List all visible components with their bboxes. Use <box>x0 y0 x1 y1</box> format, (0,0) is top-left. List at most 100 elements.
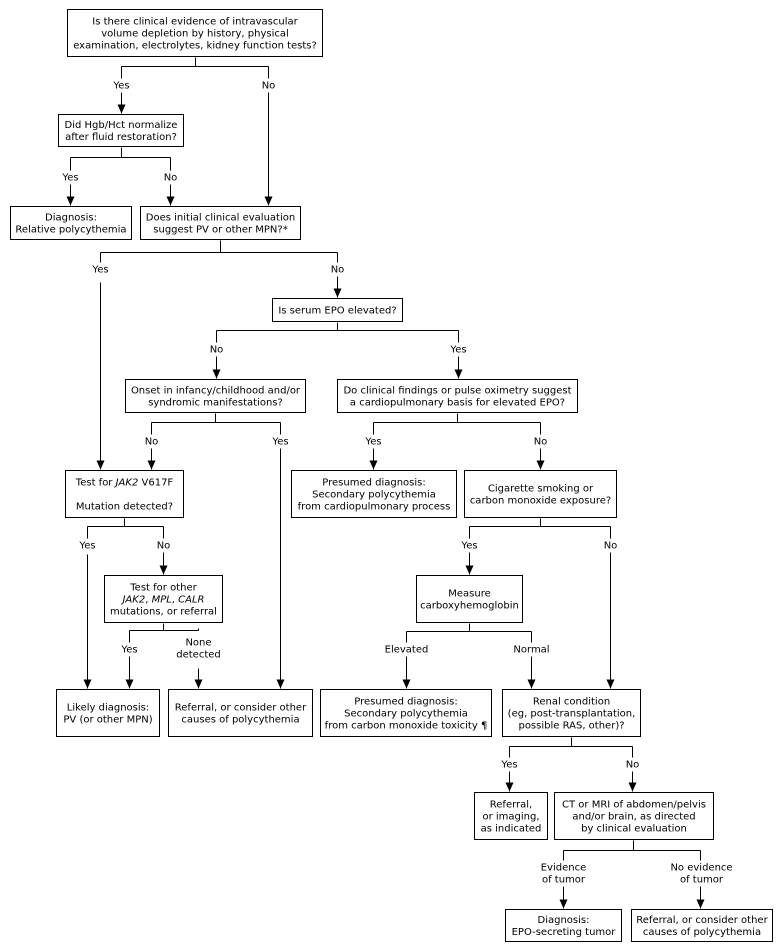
edge-label-yes: Yes <box>500 760 517 771</box>
arrowhead <box>333 288 342 298</box>
node-text-line: Does initial clinical evaluation <box>146 213 295 224</box>
node-text-line: causes of polycythemia <box>181 715 299 726</box>
edge-label-no: No <box>331 265 345 276</box>
node-text-line: PV (or other MPN) <box>63 715 152 726</box>
node-text-line: Relative polycythemia <box>15 225 126 236</box>
node-box <box>140 206 301 240</box>
node-text-line: EPO-secreting tumor <box>512 927 617 938</box>
node-box <box>10 206 132 240</box>
arrowhead <box>264 196 273 206</box>
arrowhead <box>194 679 203 689</box>
node-referral-imaging: Referral,or imaging,as indicated <box>474 792 548 840</box>
node-text-line: from carbon monoxide toxicity ¶ <box>325 721 488 732</box>
edge-label-elevated: Elevated <box>385 645 429 656</box>
arrowhead <box>454 369 463 379</box>
arrowhead <box>212 369 221 379</box>
edge-label-yes: Yes <box>364 437 381 448</box>
edge-label-yes: Yes <box>91 265 108 276</box>
edge-label-yes: Yes <box>120 645 137 656</box>
node-dx-co: Presumed diagnosis:Secondary polycythemi… <box>320 689 492 737</box>
node-text-line: Mutation detected? <box>76 502 173 513</box>
node-text-line: mutations, or referral <box>110 607 217 618</box>
node-initial-eval: Does initial clinical evaluationsuggest … <box>140 206 301 240</box>
node-text-line: Do clinical findings or pulse oximetry s… <box>343 386 571 397</box>
arrowhead <box>527 679 536 689</box>
node-text-line: Secondary polycythemia <box>312 490 436 501</box>
edge-label-no: No <box>145 437 159 448</box>
node-box <box>502 689 641 737</box>
arrowhead <box>83 679 92 689</box>
edges <box>66 57 705 909</box>
node-text-line: Is serum EPO elevated? <box>278 306 396 317</box>
arrowhead <box>66 196 75 206</box>
arrowhead <box>465 565 474 575</box>
node-text-line: syndromic manifestations? <box>148 398 283 409</box>
node-box <box>168 689 313 737</box>
arrowhead <box>559 899 568 909</box>
arrowhead <box>147 460 156 470</box>
node-text-line: suggest PV or other MPN?* <box>153 225 287 236</box>
node-box <box>320 689 492 737</box>
node-box <box>631 909 773 942</box>
edge-label-no: No <box>626 760 640 771</box>
node-text-line: Renal condition <box>533 697 610 708</box>
arrowhead <box>369 460 378 470</box>
node-text-line: Diagnosis: <box>538 915 590 926</box>
node-text-line: JAK2, MPL, CALR <box>120 595 204 606</box>
node-text-line: after fluid restoration? <box>65 132 177 143</box>
node-text-line: Is there clinical evidence of intravascu… <box>92 17 298 28</box>
node-text-line: volume depletion by history, physical <box>101 29 289 40</box>
node-text-line: Test for other <box>129 583 197 594</box>
nodes: Is there clinical evidence of intravascu… <box>10 9 773 942</box>
node-box <box>125 379 306 413</box>
node-dx-cardiopulm: Presumed diagnosis:Secondary polycythemi… <box>291 470 457 518</box>
arrowhead <box>125 679 134 689</box>
arrowhead <box>606 679 615 689</box>
arrowhead <box>402 679 411 689</box>
node-dx-epo-tumor: Diagnosis:EPO-secreting tumor <box>505 909 622 942</box>
node-renal: Renal condition(eg, post-transplantation… <box>502 689 641 737</box>
edge-label-no: No <box>262 81 276 92</box>
node-jak2: Test for JAK2 V617F Mutation detected? <box>65 470 184 518</box>
edge-label-yes: Yes <box>78 541 95 552</box>
node-box <box>291 470 457 518</box>
arrowhead <box>696 899 705 909</box>
node-text-line: as indicated <box>481 824 542 835</box>
node-text-line: carbon monoxide exposure? <box>470 496 611 507</box>
edge-label-yes: Yes <box>112 81 129 92</box>
arrowhead <box>159 565 168 575</box>
edge-label-yes: Yes <box>271 437 288 448</box>
node-box <box>58 114 184 147</box>
node-text-line: Presumed diagnosis: <box>354 697 458 708</box>
node-text-line: Presumed diagnosis: <box>322 478 426 489</box>
node-likely-pv: Likely diagnosis:PV (or other MPN) <box>56 689 160 737</box>
node-text-line: Diagnosis: <box>45 213 97 224</box>
node-text-line: Onset in infancy/childhood and/or <box>131 386 301 397</box>
node-text-line: Test for JAK2 V617F <box>75 478 174 489</box>
edge-label-no: No <box>157 541 171 552</box>
node-text-line: possible RAS, other)? <box>518 721 624 732</box>
node-box <box>104 575 223 623</box>
edge-label-no: No <box>164 173 178 184</box>
node-text-line: Referral, <box>490 800 532 811</box>
node-epo-elevated: Is serum EPO elevated? <box>272 298 403 322</box>
node-box <box>272 298 403 322</box>
node-text-line: Likely diagnosis: <box>67 703 149 714</box>
node-text-line: causes of polycythemia <box>643 927 761 938</box>
node-text-line: Did Hgb/Hct normalize <box>65 120 178 131</box>
node-text-line: carboxyhemoglobin <box>420 601 519 612</box>
node-text-line: Measure <box>448 589 491 600</box>
node-text-line: and/or brain, as directed <box>572 812 695 823</box>
node-volume-depletion: Is there clinical evidence of intravascu… <box>67 9 323 57</box>
edge-label-no: No <box>534 437 548 448</box>
edge-label-yes: Yes <box>460 541 477 552</box>
